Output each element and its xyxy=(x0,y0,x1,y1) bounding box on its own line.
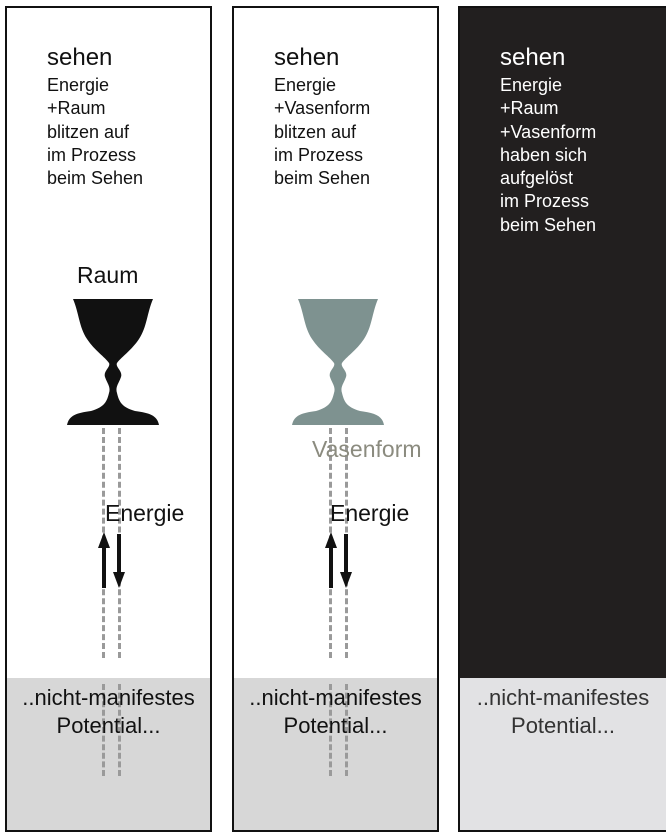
text-line: beim Sehen xyxy=(500,214,597,235)
text-line: aufgelöst xyxy=(500,168,574,189)
potential-text: ..nicht-manifestes Potential... xyxy=(460,684,666,740)
dashed-line xyxy=(118,684,121,776)
text-line: im Prozess xyxy=(47,144,137,165)
panel-aufgeloest: sehen Energie +Raum +Vasenform haben sic… xyxy=(458,6,666,832)
text-line: blitzen auf xyxy=(274,121,357,142)
vase-faces-icon xyxy=(292,299,384,425)
potential-band xyxy=(460,678,666,830)
dashed-line xyxy=(345,684,348,776)
potential-line: Potential... xyxy=(56,713,161,738)
potential-text: ..nicht-manifestes Potential... xyxy=(7,684,210,740)
raum-label: Raum xyxy=(77,262,139,288)
energie-label: Energie xyxy=(105,500,185,526)
potential-line: Potential... xyxy=(511,713,615,738)
text-line: Energie xyxy=(47,75,110,95)
potential-band xyxy=(234,678,437,830)
potential-line: ..nicht-manifestes xyxy=(249,685,422,710)
text-line: Energie xyxy=(274,75,337,95)
text-line: +Raum xyxy=(47,98,106,119)
text-line: im Prozess xyxy=(274,144,364,165)
panel-heading: sehen xyxy=(47,44,113,71)
text-line: beim Sehen xyxy=(274,168,371,189)
potential-line: ..nicht-manifestes xyxy=(476,685,650,710)
panel-text: Energie +Raum +Vasenform haben sich aufg… xyxy=(500,74,596,237)
panel-vasenform: sehen Energie +Vasenform blitzen auf im … xyxy=(232,6,439,832)
panel-text: Energie +Raum blitzen auf im Prozess bei… xyxy=(47,74,143,190)
text-line: beim Sehen xyxy=(47,168,144,189)
panel-heading: sehen xyxy=(500,44,566,71)
energie-label: Energie xyxy=(330,500,410,526)
potential-line: ..nicht-manifestes xyxy=(22,685,195,710)
panel-raum: sehen Energie +Raum blitzen auf im Proze… xyxy=(5,6,212,832)
potential-line: Potential... xyxy=(283,713,388,738)
up-down-arrows-icon xyxy=(98,532,125,588)
text-line: +Raum xyxy=(500,98,559,119)
dashed-line xyxy=(329,684,332,776)
text-line: +Vasenform xyxy=(500,121,597,142)
panel-heading: sehen xyxy=(274,44,340,71)
dashed-line xyxy=(102,684,105,776)
text-line: im Prozess xyxy=(500,191,590,212)
potential-text: ..nicht-manifestes Potential... xyxy=(234,684,437,740)
vase-faces-icon xyxy=(67,299,159,425)
potential-band xyxy=(7,678,210,830)
up-down-arrows-icon xyxy=(325,532,352,588)
text-line: Energie xyxy=(500,75,563,95)
vasenform-label: Vasenform xyxy=(312,436,422,462)
text-line: haben sich xyxy=(500,144,588,165)
text-line: blitzen auf xyxy=(47,121,130,142)
panel-text: Energie +Vasenform blitzen auf im Prozes… xyxy=(274,74,370,190)
text-line: +Vasenform xyxy=(274,98,371,119)
